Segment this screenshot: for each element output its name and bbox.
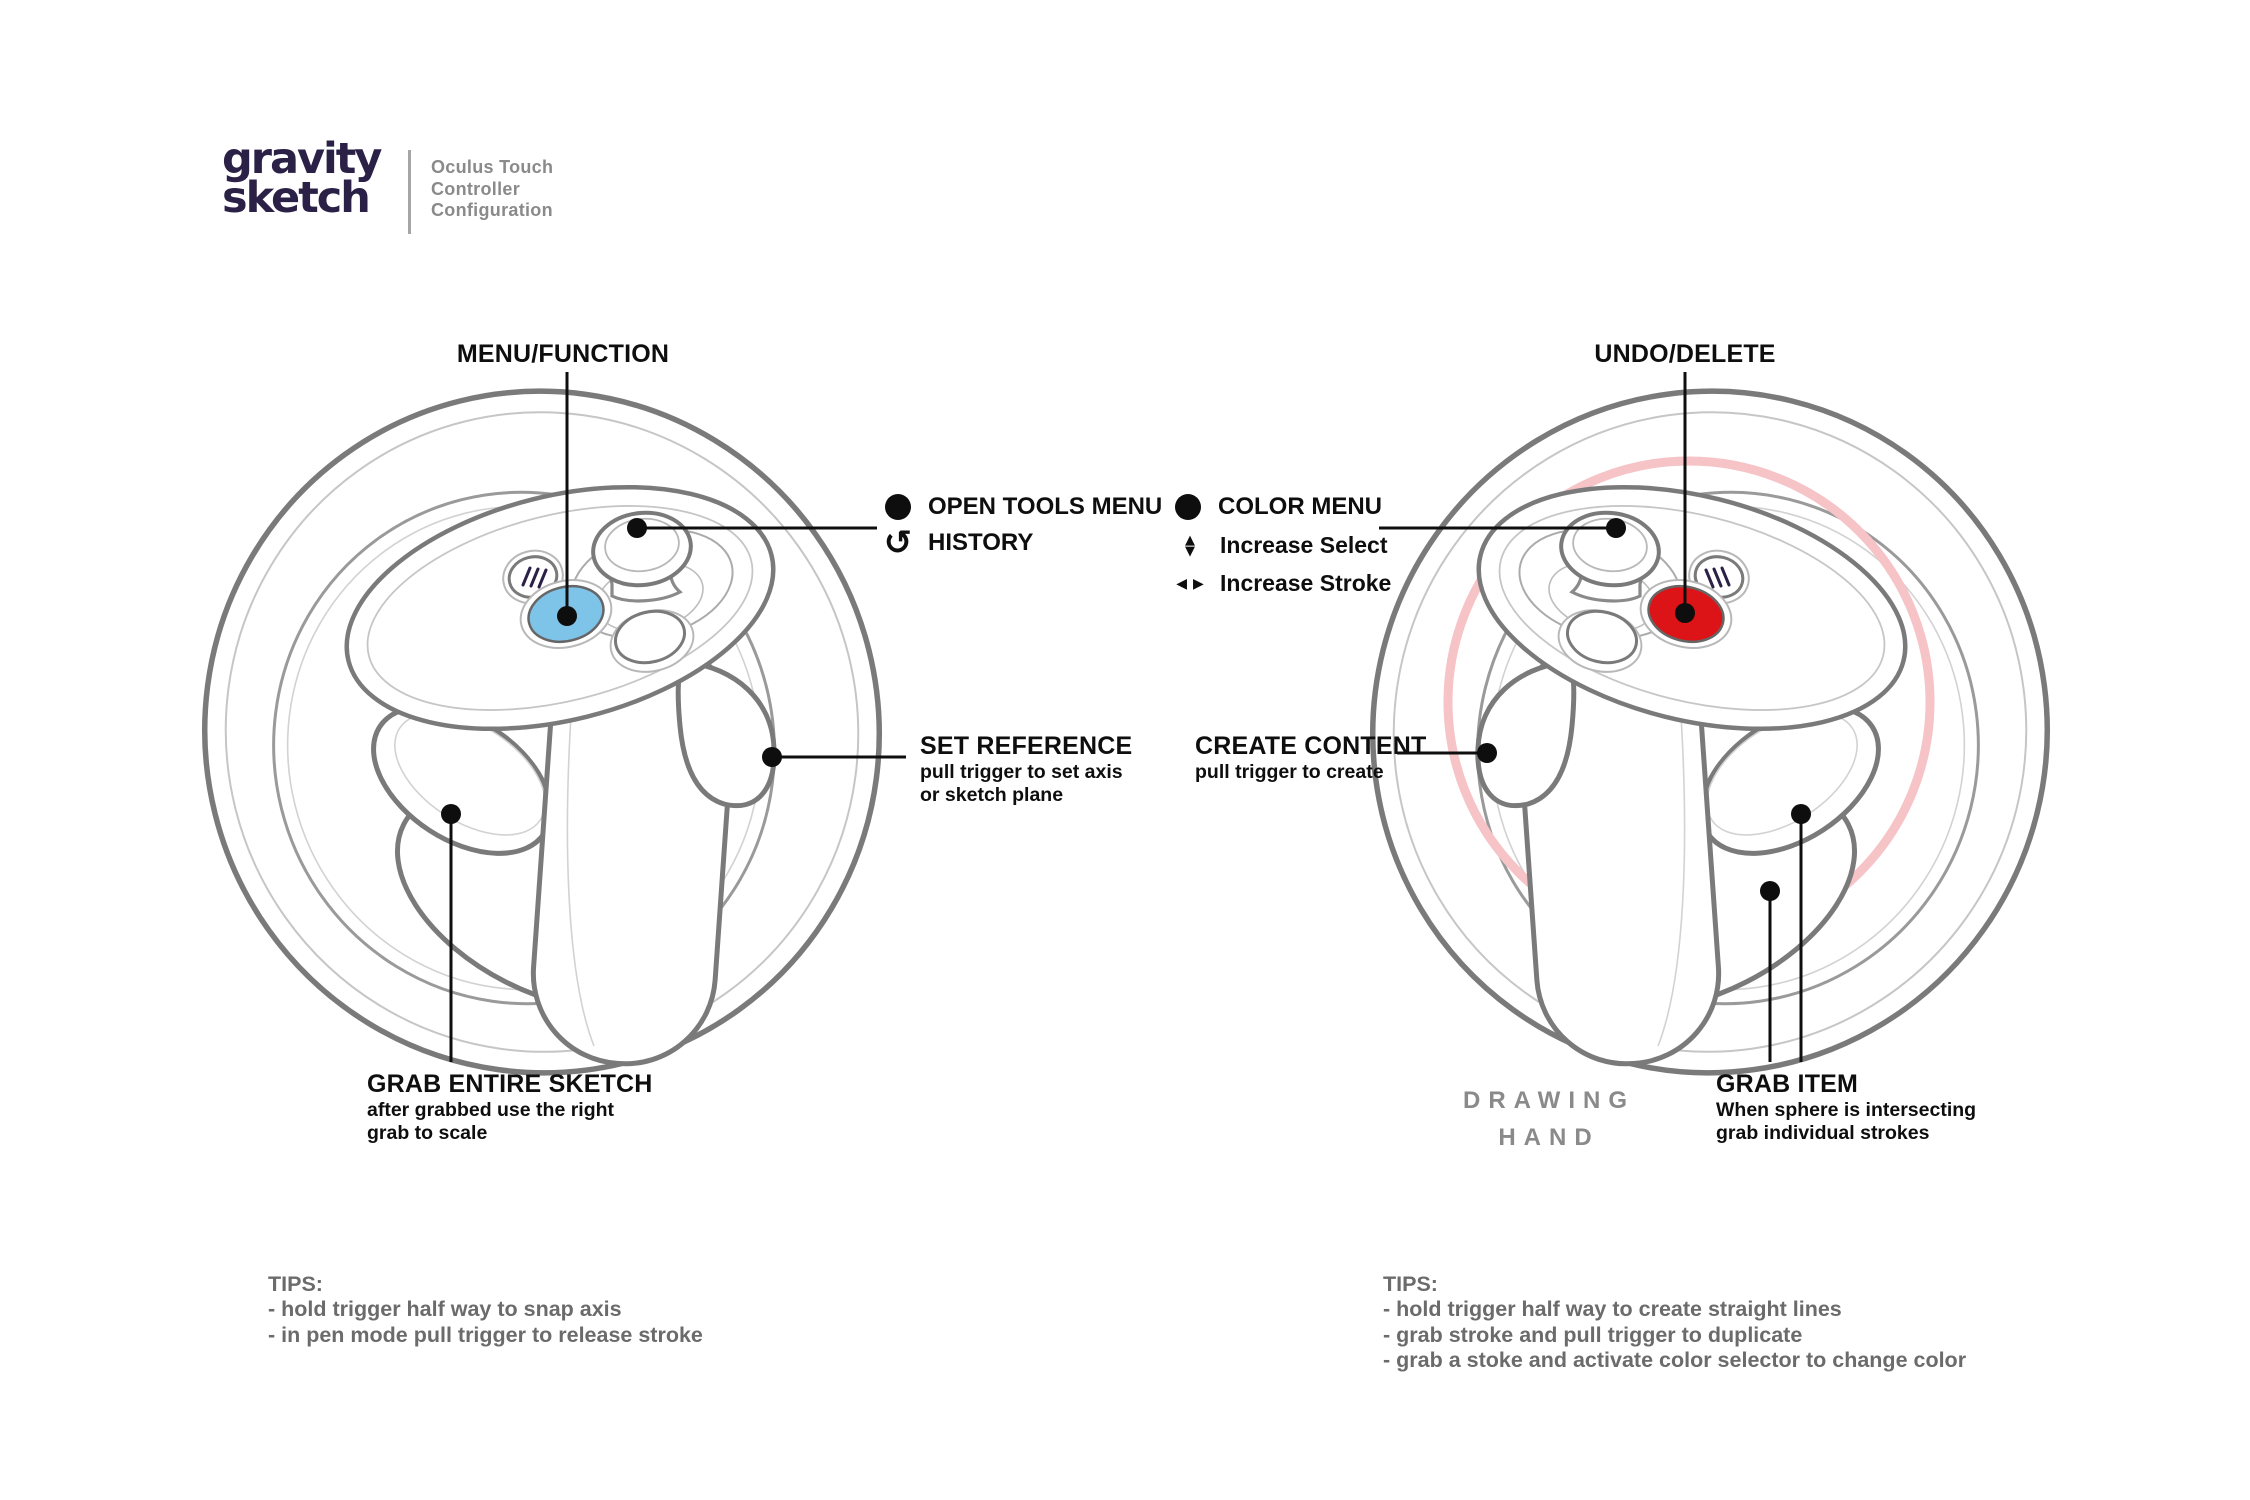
tips-line: - grab a stoke and activate color select…: [1383, 1347, 1967, 1372]
press-button-icon: [1174, 494, 1202, 520]
label-set-reference: SET REFERENCE pull trigger to set axis o…: [920, 732, 1132, 807]
header-subtitle: Oculus Touch Controller Configuration: [431, 157, 553, 222]
legend-open-tools-menu: OPEN TOOLS MENU: [884, 493, 1162, 521]
legend-increase-stroke: ◀▶ Increase Stroke: [1176, 570, 1391, 597]
legend-label: OPEN TOOLS MENU: [928, 493, 1163, 520]
grab-item-line: grab individual strokes: [1716, 1122, 1930, 1144]
set-reference-line: or sketch plane: [920, 784, 1064, 806]
legend-label: HISTORY: [928, 529, 1034, 556]
tips-line: - hold trigger half way to create straig…: [1383, 1297, 1842, 1322]
label-undo-delete: UNDO/DELETE: [1594, 340, 1776, 368]
press-button-icon: [884, 494, 912, 520]
grab-item-title: GRAB ITEM: [1716, 1070, 1859, 1098]
legend-color-menu: COLOR MENU: [1174, 493, 1382, 521]
up-down-arrows-icon: ▲▼: [1185, 532, 1195, 559]
set-reference-line: pull trigger to set axis: [920, 761, 1123, 783]
logo-word-sketch: sketch: [222, 173, 371, 223]
legend-label: Increase Stroke: [1220, 570, 1392, 596]
grab-entire-sketch-title: GRAB ENTIRE SKETCH: [367, 1070, 653, 1098]
drawing-hand-line: DRAWING: [1463, 1087, 1635, 1114]
label-drawing-hand: DRAWING HAND: [1463, 1082, 1635, 1156]
history-icon: ↺: [883, 523, 913, 563]
grab-item-line: When sphere is intersecting: [1716, 1099, 1977, 1121]
grab-entire-sketch-line: after grabbed use the right: [367, 1099, 615, 1121]
subtitle-line: Configuration: [431, 200, 553, 220]
legend-history: ↺ HISTORY: [883, 523, 1034, 563]
subtitle-line: Oculus Touch: [431, 157, 554, 177]
tips-title: TIPS:: [1383, 1272, 1438, 1296]
right-controller-drawing: [1301, 320, 2120, 1145]
logo-divider: [408, 150, 411, 234]
tips-title: TIPS:: [268, 1272, 323, 1296]
set-reference-title: SET REFERENCE: [920, 732, 1133, 760]
logo: gravity sketch: [222, 134, 382, 223]
label-grab-item: GRAB ITEM When sphere is intersecting gr…: [1716, 1070, 1976, 1145]
create-content-title: CREATE CONTENT: [1195, 732, 1427, 760]
tips-line: - hold trigger half way to snap axis: [268, 1297, 622, 1322]
label-create-content: CREATE CONTENT pull trigger to create: [1195, 732, 1427, 784]
label-grab-entire-sketch: GRAB ENTIRE SKETCH after grabbed use the…: [367, 1070, 653, 1145]
grab-entire-sketch-line: grab to scale: [367, 1122, 488, 1144]
legend-increase-select: ▲▼ Increase Select: [1176, 532, 1388, 559]
subtitle-line: Controller: [431, 178, 521, 199]
left-right-arrows-icon: ◀▶: [1176, 575, 1204, 592]
legend-label: Increase Select: [1220, 532, 1388, 558]
legend-label: COLOR MENU: [1218, 493, 1382, 520]
drawing-hand-line: HAND: [1498, 1124, 1600, 1151]
tips-line: - grab stroke and pull trigger to duplic…: [1383, 1322, 1803, 1347]
tips-right: TIPS: - hold trigger half way to create …: [1383, 1272, 1966, 1373]
tips-left: TIPS: - hold trigger half way to snap ax…: [268, 1272, 703, 1348]
label-menu-function: MENU/FUNCTION: [456, 340, 670, 368]
tips-line: - in pen mode pull trigger to release st…: [268, 1322, 703, 1347]
logo-word-gravity: gravity: [222, 134, 382, 184]
create-content-line: pull trigger to create: [1195, 761, 1384, 783]
